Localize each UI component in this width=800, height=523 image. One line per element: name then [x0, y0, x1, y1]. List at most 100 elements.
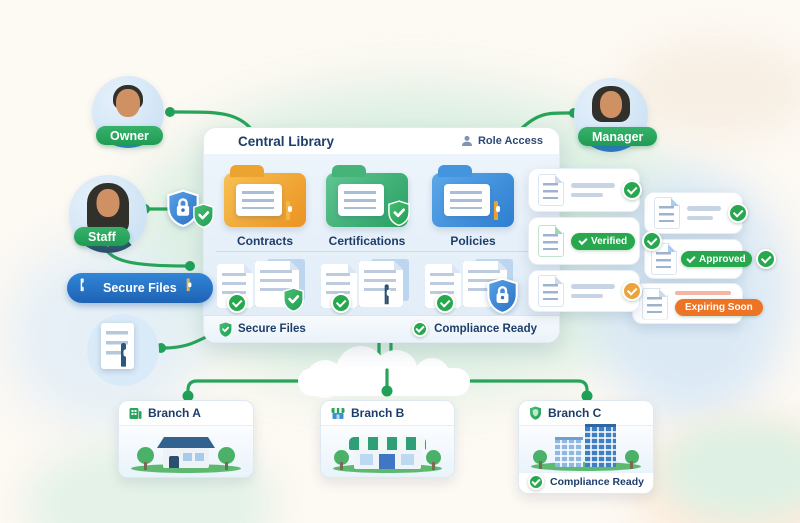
owner-label-pill[interactable]: Owner	[96, 126, 163, 145]
shield-check-icon	[388, 200, 410, 226]
check-icon	[687, 255, 695, 263]
check-icon	[622, 180, 642, 200]
folder-tab	[438, 165, 472, 177]
store-awning	[349, 437, 426, 450]
tree-icon	[426, 450, 441, 465]
check-icon	[528, 473, 545, 490]
tree-icon	[625, 450, 639, 464]
branch-c-status: Compliance Ready	[519, 473, 653, 490]
status-card-verified[interactable]: Verified	[528, 217, 663, 265]
secure-document-badge	[87, 314, 159, 386]
staff-label-pill[interactable]: Staff	[74, 227, 130, 246]
status-card-doc-4[interactable]	[644, 192, 748, 234]
check-icon	[728, 203, 748, 223]
document-icon	[654, 197, 680, 229]
tree-trunk	[340, 462, 343, 470]
approved-label: Approved	[699, 253, 746, 265]
divider	[216, 251, 547, 252]
house-roof	[157, 437, 215, 448]
document-icon	[338, 184, 384, 216]
folder-tab	[332, 165, 366, 177]
verified-badge: Verified	[571, 232, 636, 250]
branch-a-card[interactable]: Branch A	[118, 400, 254, 478]
branch-a-illustration	[119, 426, 253, 477]
node-dot-owner	[165, 107, 175, 117]
secure-files-pill[interactable]: Secure Files	[67, 273, 213, 303]
text-lines	[571, 183, 615, 197]
folder-tab	[230, 165, 264, 177]
tree-trunk	[225, 462, 228, 470]
check-icon	[331, 293, 351, 313]
panel-title: Central Library	[238, 133, 335, 149]
document-group-1[interactable]	[217, 259, 307, 313]
document-icon	[444, 184, 490, 216]
role-access-control[interactable]: Role Access	[461, 135, 543, 147]
document-group-3[interactable]	[425, 259, 518, 314]
store-door	[379, 454, 395, 469]
branch-b-card[interactable]: Branch B	[320, 400, 455, 478]
shield-check-icon	[193, 203, 214, 228]
background-blob-hill-right	[660, 420, 800, 520]
panel-header: Central Library Role Access	[204, 128, 559, 154]
cloud-shape	[298, 368, 470, 396]
approved-badge: Approved	[681, 251, 752, 267]
document-icon	[642, 288, 668, 320]
folder-label-contracts: Contracts	[236, 234, 293, 248]
text-lines	[571, 284, 615, 298]
branch-c-label: Branch C	[548, 406, 602, 420]
central-library-panel: Central Library Role Access	[203, 127, 560, 343]
panel-body: Contracts Certifications Policies	[204, 154, 559, 315]
avatar-face	[96, 189, 120, 217]
text-lines	[687, 206, 721, 220]
lock-icon	[80, 278, 94, 296]
status-card-expiring[interactable]: Expiring Soon	[632, 283, 763, 324]
shield-icon	[530, 406, 541, 420]
house-door	[169, 456, 179, 468]
shield-lock-icon	[487, 277, 518, 314]
lock-icon	[186, 278, 199, 296]
office-tower	[555, 437, 583, 467]
check-amber-icon	[622, 281, 642, 301]
lock-icon	[286, 201, 302, 223]
folder-label-certifications: Certifications	[328, 234, 406, 248]
footer-compliance: Compliance Ready	[412, 321, 537, 337]
check-icon	[642, 231, 663, 251]
status-card-approved[interactable]: Approved	[644, 239, 776, 279]
document-icon	[101, 323, 134, 369]
folder-policies[interactable]	[432, 165, 514, 227]
tree-icon	[334, 450, 349, 465]
office-tower	[585, 424, 616, 467]
document-group-2[interactable]	[321, 259, 411, 313]
folder-contracts[interactable]	[224, 165, 306, 227]
tree-icon	[533, 450, 547, 464]
shield-check-icon	[283, 287, 304, 312]
store-window	[401, 454, 414, 465]
building-icon	[129, 407, 142, 419]
role-access-label: Role Access	[477, 135, 543, 147]
footer-compliance-label: Compliance Ready	[434, 323, 537, 335]
tree-trunk	[539, 461, 542, 469]
folder-certifications[interactable]	[326, 165, 410, 227]
shield-check-icon	[219, 322, 232, 337]
branch-c-illustration	[519, 424, 653, 473]
grass	[131, 464, 241, 473]
check-icon	[412, 321, 429, 337]
manager-label-pill[interactable]: Manager	[578, 127, 658, 146]
expiring-soon-badge: Expiring Soon	[675, 299, 763, 317]
lock-icon	[121, 343, 141, 371]
check-icon	[435, 293, 455, 313]
document-icon	[651, 243, 677, 275]
lock-icon	[494, 201, 510, 223]
panel-footer: Secure Files Compliance Ready	[204, 315, 559, 342]
branch-b-illustration	[321, 426, 454, 477]
branch-c-card[interactable]: Branch C Compliance Ready	[518, 400, 654, 494]
check-icon	[755, 249, 776, 269]
tree-trunk	[630, 461, 633, 469]
status-card-doc-1[interactable]	[528, 168, 642, 212]
background-blob-cream	[620, 40, 800, 140]
status-card-doc-3[interactable]	[528, 270, 642, 312]
house-window	[183, 453, 192, 461]
tree-icon	[218, 447, 235, 464]
branch-a-label: Branch A	[148, 406, 201, 420]
person-icon	[461, 135, 472, 146]
